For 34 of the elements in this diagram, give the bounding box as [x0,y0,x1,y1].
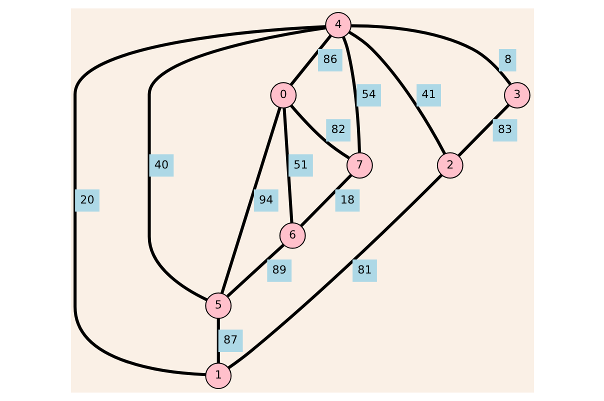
node-circle: 1 [204,362,232,390]
node-circle: 0 [270,82,296,108]
edge-label: 89 [272,263,286,276]
connector [289,104,350,160]
edge-label: 20 [80,193,94,206]
node-circle: 4 [324,12,352,38]
edge-label: 41 [421,88,436,102]
connector [457,104,510,157]
connector [226,244,284,298]
edge-label: 87 [222,334,238,347]
edge-label: 54 [361,88,376,102]
edge-label: 51 [293,158,308,172]
connector [227,174,442,370]
connector [282,108,293,223]
node-circle: 2 [436,152,463,179]
node-circle: 6 [278,222,306,249]
connector [289,34,332,86]
edge-label: 40 [154,158,168,172]
edge-label: 86 [322,53,337,66]
edge-label: 94 [258,193,273,206]
connector [348,30,446,155]
edge-label: 81 [357,263,372,276]
edge-label: 18 [340,193,354,206]
connector [216,318,220,364]
connector [300,174,352,227]
connector [220,107,281,294]
connector [342,36,361,152]
node-circle: 5 [204,292,232,319]
edge-label: 83 [497,123,512,136]
edge-label: 8 [504,53,512,66]
node-circle: 7 [346,152,372,179]
node-circle: 3 [504,82,530,108]
connector [350,24,511,86]
edge-label: 82 [330,123,345,136]
